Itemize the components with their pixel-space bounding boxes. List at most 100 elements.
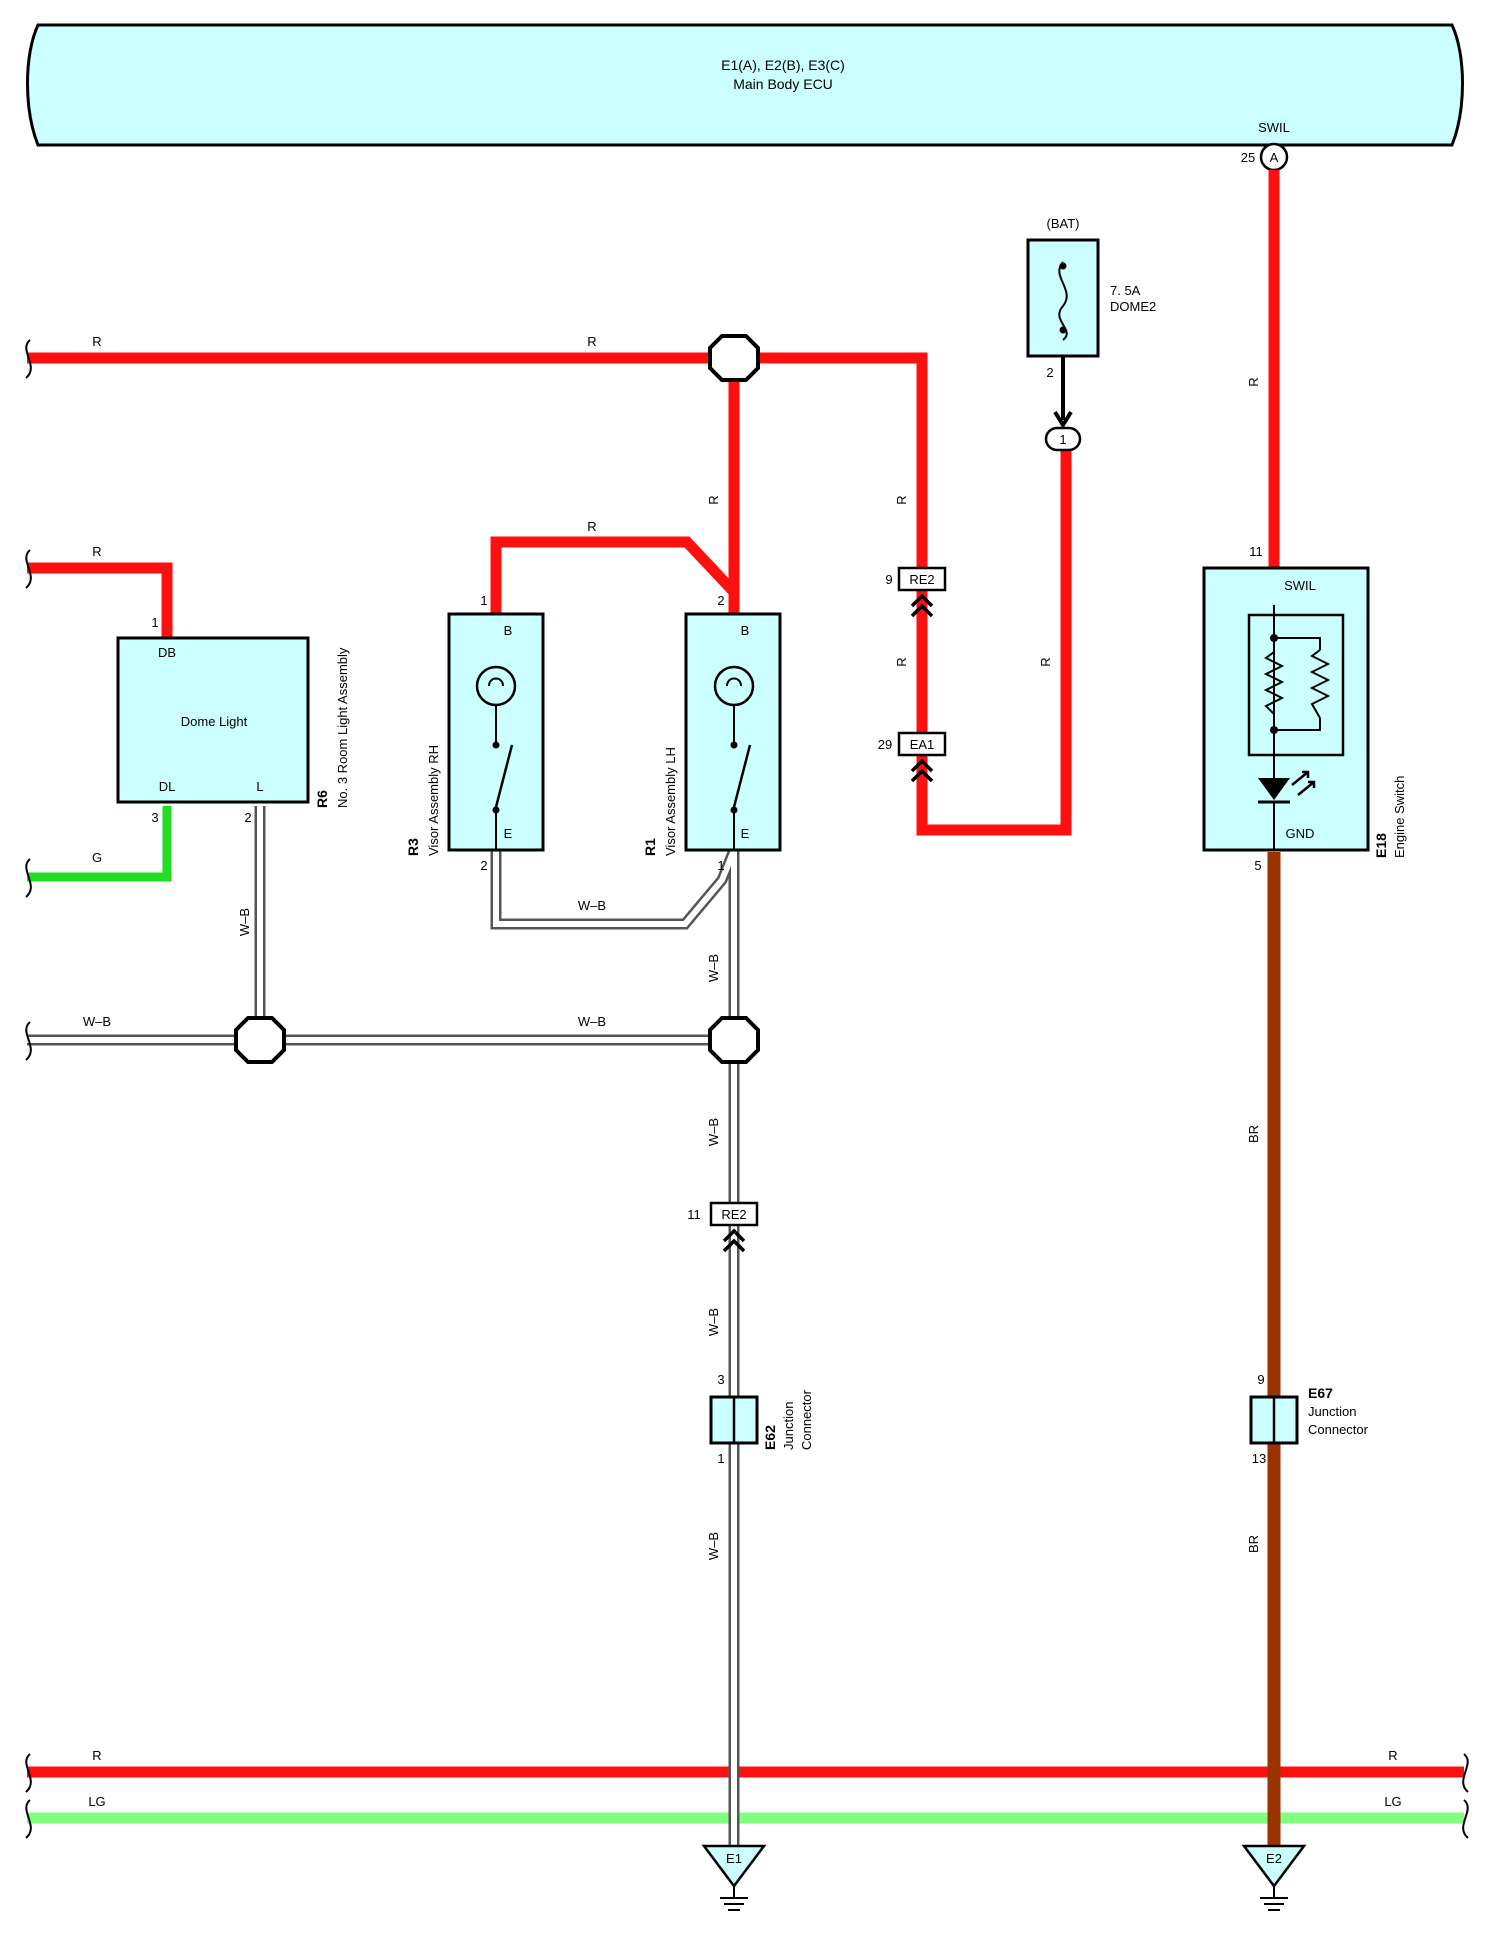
fuse-pin: 2 — [1046, 365, 1053, 380]
ecu-title: E1(A), E2(B), E3(C) — [721, 57, 845, 73]
visor-rh-code: R3 — [405, 838, 421, 856]
visor-lh-name: Visor Assembly LH — [663, 747, 678, 856]
led-icon — [1258, 778, 1290, 800]
red-wires — [27, 170, 1464, 1778]
wire-color-labels: R R R R G W–B W–B W–B R R LG LG R R R R … — [83, 334, 1402, 1809]
ground-icon — [1241, 1844, 1307, 1889]
svg-text:R: R — [894, 495, 909, 504]
ecu-pin-number: 25 — [1241, 150, 1255, 165]
ground-e1: E1 — [701, 1844, 767, 1911]
dome-light-r6[interactable]: DB Dome Light DL L — [116, 636, 310, 804]
wb-wires — [27, 806, 740, 1845]
connector-chevron-icon — [910, 758, 934, 783]
svg-text:11: 11 — [1249, 544, 1263, 559]
svg-text:R: R — [1038, 657, 1053, 666]
switch-icon — [494, 744, 514, 808]
fuse-source: (BAT) — [1047, 216, 1080, 231]
connector-ea1[interactable]: EA1 29 — [878, 731, 947, 783]
fuse-arrow-icon — [1053, 410, 1073, 429]
dome-code: R6 — [314, 790, 330, 808]
wire-r-dome — [27, 562, 173, 642]
svg-text:R: R — [92, 544, 101, 559]
resistor-icon — [1263, 651, 1285, 715]
svg-text:LG: LG — [88, 1794, 105, 1809]
svg-text:RE2: RE2 — [721, 1207, 746, 1222]
svg-text:1: 1 — [480, 593, 487, 608]
dome-pin-db: DB — [158, 645, 176, 660]
wire-break-marks — [25, 339, 1469, 1839]
fuse-dome2[interactable]: (BAT) 7. 5A DOME2 — [1026, 216, 1156, 358]
switch-icon — [732, 744, 752, 808]
svg-text:W–B: W–B — [578, 1014, 606, 1029]
svg-text:R: R — [92, 1748, 101, 1763]
fuse-rating: 7. 5A — [1110, 283, 1141, 298]
engine-switch-code: E18 — [1373, 833, 1389, 858]
svg-text:5: 5 — [1254, 858, 1261, 873]
resistor-icon — [1309, 649, 1331, 719]
fuse-name: DOME2 — [1110, 299, 1156, 314]
ground-icon — [701, 1844, 767, 1889]
svg-text:3: 3 — [151, 810, 158, 825]
svg-text:1: 1 — [717, 1451, 724, 1466]
engine-switch-name: Engine Switch — [1392, 776, 1407, 858]
connector-chevron-icon — [910, 593, 934, 618]
ecu-connector-letter: A — [1270, 150, 1279, 165]
svg-text:W–B: W–B — [706, 1308, 721, 1336]
svg-text:2: 2 — [717, 593, 724, 608]
svg-text:3: 3 — [717, 1372, 724, 1387]
dome-light-label: Dome Light — [181, 714, 248, 729]
svg-text:BR: BR — [1246, 1125, 1261, 1143]
svg-text:SWIL: SWIL — [1284, 578, 1316, 593]
visor-rh-name: Visor Assembly RH — [426, 745, 441, 856]
wire-r-rh-branch — [490, 536, 739, 620]
svg-text:1: 1 — [151, 615, 158, 630]
svg-text:2: 2 — [480, 858, 487, 873]
svg-text:Junction: Junction — [1308, 1404, 1356, 1419]
engine-switch-e18[interactable]: SWIL GND — [1202, 566, 1370, 852]
svg-text:9: 9 — [885, 572, 892, 587]
splice-pin: 1 — [1059, 432, 1066, 447]
svg-text:W–B: W–B — [83, 1014, 111, 1029]
svg-text:LG: LG — [1384, 1794, 1401, 1809]
ground-e2: E2 — [1241, 1844, 1307, 1911]
svg-text:G: G — [92, 850, 102, 865]
ecu-subtitle: Main Body ECU — [733, 76, 833, 92]
dome-pin-dl: DL — [159, 779, 176, 794]
svg-text:E: E — [741, 826, 750, 841]
svg-text:BR: BR — [1246, 1535, 1261, 1553]
svg-text:29: 29 — [878, 737, 892, 752]
svg-text:E: E — [504, 826, 513, 841]
visor-assembly-rh[interactable]: B E — [447, 612, 545, 852]
visor-assembly-lh[interactable]: B E — [684, 612, 782, 852]
svg-text:E1: E1 — [726, 1851, 742, 1866]
visor-lh-code: R1 — [642, 838, 658, 856]
svg-text:2: 2 — [244, 810, 251, 825]
connector-re2-bottom[interactable]: RE2 11 — [687, 1201, 759, 1253]
junction-connector-e67[interactable] — [1249, 1395, 1299, 1445]
svg-text:13: 13 — [1252, 1451, 1266, 1466]
junction-wb-right — [708, 1016, 760, 1064]
svg-text:R: R — [1388, 1748, 1397, 1763]
svg-text:R: R — [1246, 377, 1261, 386]
svg-text:9: 9 — [1257, 1372, 1264, 1387]
junction-connector-e62[interactable] — [709, 1395, 759, 1445]
connector-re2-top[interactable]: RE2 9 — [885, 566, 947, 618]
svg-text:RE2: RE2 — [909, 572, 934, 587]
svg-text:R: R — [587, 334, 596, 349]
main-body-ecu[interactable]: E1(A), E2(B), E3(C) Main Body ECU SWIL — [26, 23, 1464, 147]
svg-text:11: 11 — [687, 1207, 701, 1222]
e67-code: E67 — [1308, 1385, 1333, 1401]
junction-wb-left — [234, 1016, 286, 1064]
dome-name: No. 3 Room Light Assembly — [335, 647, 350, 808]
svg-text:R: R — [894, 657, 909, 666]
svg-text:1: 1 — [717, 858, 724, 873]
wire-r-fuse-loop — [916, 445, 1072, 836]
splice-connector — [1044, 426, 1082, 452]
svg-text:W–B: W–B — [706, 1118, 721, 1146]
junction-red-top — [708, 334, 760, 382]
svg-text:B: B — [504, 623, 513, 638]
svg-text:Connector: Connector — [799, 1389, 814, 1450]
svg-text:W–B: W–B — [237, 908, 252, 936]
svg-text:Junction: Junction — [781, 1402, 796, 1450]
light-emission-icon — [1291, 770, 1316, 796]
